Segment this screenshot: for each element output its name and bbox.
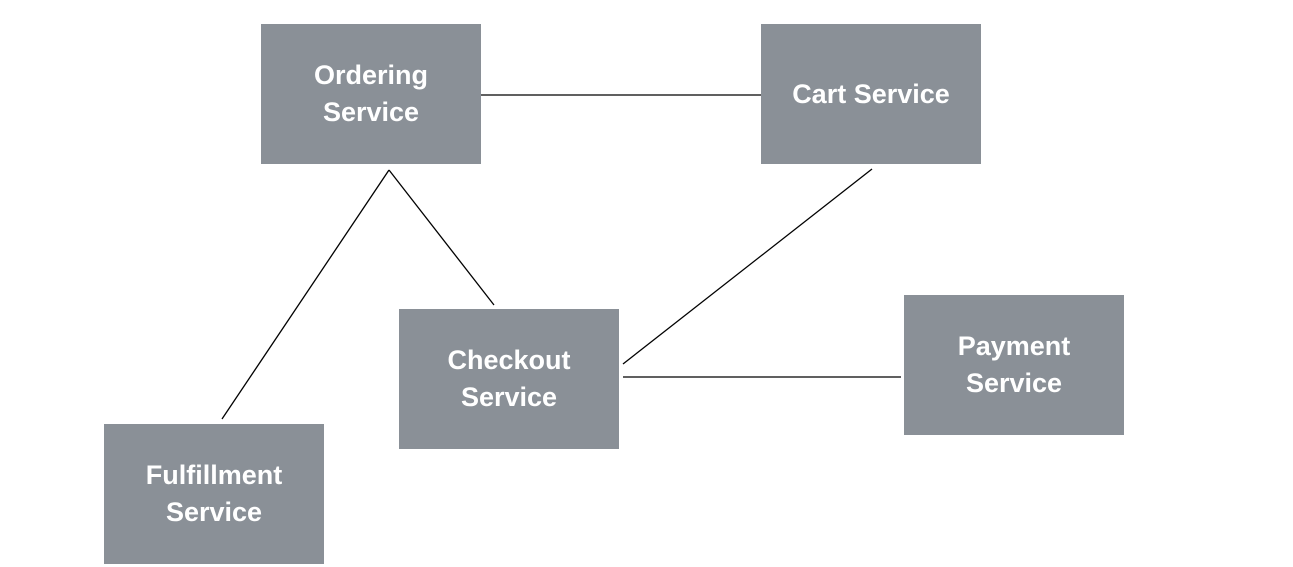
ordering-service-node: Ordering Service	[261, 24, 481, 164]
payment-service-node: Payment Service	[904, 295, 1124, 435]
checkout-service-label: Checkout Service	[447, 345, 571, 412]
edge-ordering-fulfillment	[221, 169, 390, 420]
payment-service-label: Payment Service	[957, 331, 1071, 398]
checkout-service-node: Checkout Service	[399, 309, 619, 449]
cart-service-node: Cart Service	[761, 24, 981, 164]
edge-ordering-checkout	[388, 169, 495, 306]
cart-service-label: Cart Service	[792, 78, 950, 109]
fulfillment-service-label: Fulfillment Service	[145, 460, 283, 527]
fulfillment-service-node: Fulfillment Service	[104, 424, 324, 564]
ordering-service-label: Ordering Service	[313, 60, 428, 127]
edge-cart-checkout	[622, 168, 873, 365]
